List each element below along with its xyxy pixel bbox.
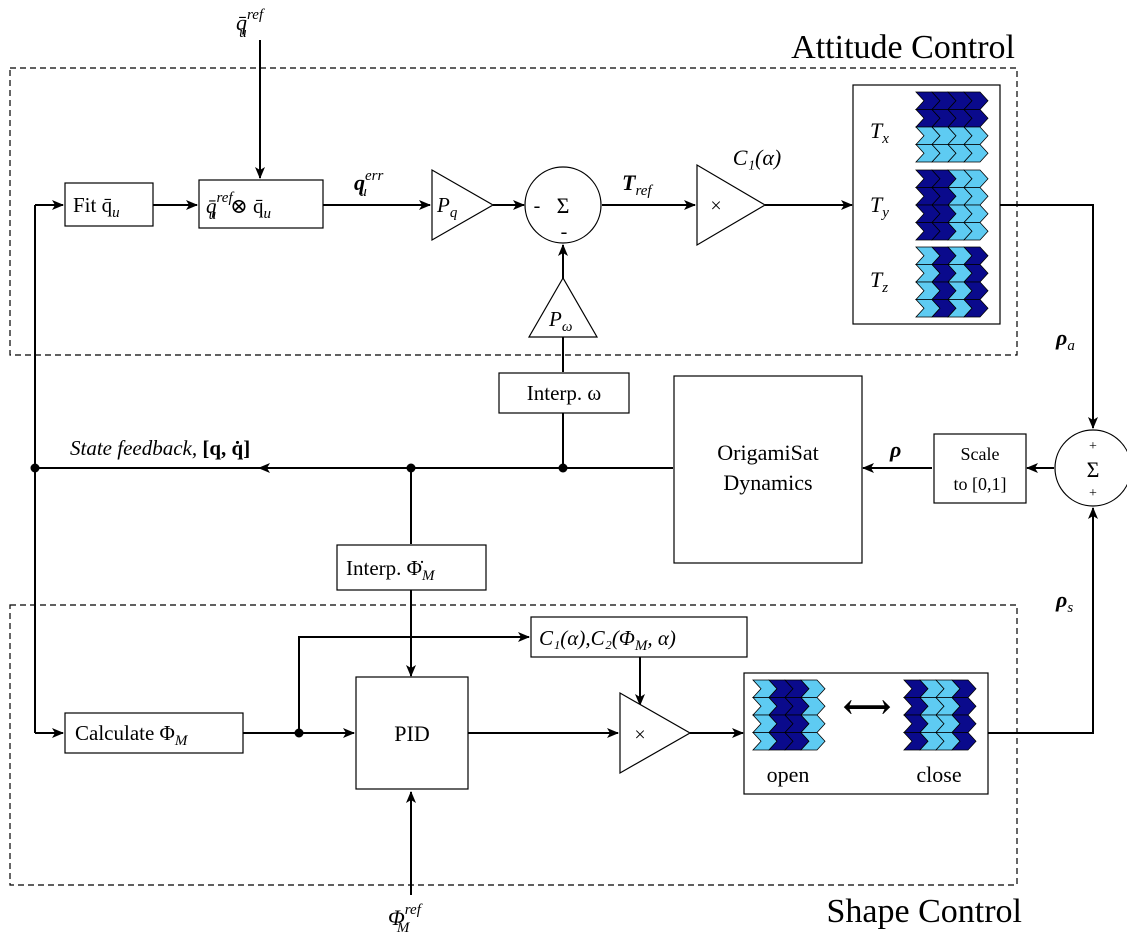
fit-block (64, 182, 154, 227)
pid-label: PID (394, 721, 429, 746)
rho-s-label: ρs (1055, 587, 1073, 616)
quaternion-error-block (198, 179, 324, 229)
pw-gain-block (527, 276, 599, 338)
scale-label-line1: Scale (961, 444, 1000, 464)
tx-label: Tx (870, 118, 889, 147)
scale-label-line2: to [0,1] (954, 474, 1007, 494)
sum-minus-left: - (534, 195, 541, 217)
open-label: open (767, 762, 810, 787)
ty-origami-pattern-icon (915, 169, 989, 241)
tz-origami-pattern-icon (915, 246, 989, 318)
open-origami-pattern-icon (752, 679, 826, 751)
interp-phi-label: Interp. Φ̇M (346, 556, 436, 584)
c1-c2-label: C₁(α),C₂(ΦM, α) (539, 626, 676, 654)
interp-omega-label: Interp. ω (527, 381, 601, 405)
origami-cell (951, 732, 977, 751)
origami-cell (963, 222, 989, 241)
rho-label: ρ (889, 437, 901, 462)
interp-omega-block (498, 372, 630, 414)
origami-cell (800, 732, 826, 751)
close-label: close (916, 762, 961, 787)
pq-gain-label: Pq (436, 193, 458, 221)
origami-cell (963, 299, 989, 318)
close-origami-pattern-icon (903, 679, 977, 751)
attitude-sum-junction (524, 166, 602, 244)
sum2-plus-bottom: + (1089, 486, 1097, 501)
shape-control-title: Shape Control (827, 893, 1022, 930)
origami-cell (963, 144, 989, 163)
attitude-control-region (9, 67, 1018, 356)
dynamics-block (673, 375, 863, 564)
shape-multiplier-block (619, 691, 692, 775)
fit-block-label: Fit q̄u (73, 193, 120, 221)
tz-label: Tz (870, 267, 888, 296)
sum2-symbol: Σ (1087, 457, 1100, 482)
c1-c2-gain-block (530, 616, 748, 658)
calculate-phi-label: Calculate ΦM (75, 721, 189, 749)
c1-alpha-label: C₁(α) (733, 145, 782, 170)
pw-gain-label: Pω (548, 307, 572, 335)
open-close-arrow-icon: ⟷ (843, 689, 892, 726)
dynamics-label-line2: Dynamics (723, 470, 812, 495)
shape-control-region (9, 604, 1018, 886)
state-feedback-label: State feedback, [q, q̇] (70, 436, 250, 460)
ty-label: Ty (870, 192, 889, 221)
feedback-direction-arrowhead (258, 463, 270, 473)
attitude-multiplier-block (696, 163, 767, 247)
mult-symbol: × (710, 195, 721, 217)
rho-s-line (988, 507, 1098, 734)
junction-dot-left (30, 463, 40, 473)
rho-sum-junction (1054, 429, 1127, 507)
attitude-control-title: Attitude Control (791, 29, 1015, 66)
sum-minus-bottom: - (561, 221, 568, 243)
interp-phi-block (336, 544, 487, 591)
calc-to-c1c2-arrow (298, 632, 530, 733)
sum-symbol: Σ (557, 193, 570, 218)
junction-dot-calc (294, 728, 304, 738)
dynamics-label-line1: OrigamiSat (717, 440, 818, 465)
sum2-plus-top: + (1089, 439, 1097, 454)
mult2-symbol: × (634, 724, 645, 746)
pid-block (355, 676, 469, 790)
junction-dot-center (406, 463, 416, 473)
scale-block (933, 433, 1027, 504)
rho-a-label: ρa (1055, 325, 1075, 354)
junction-dot-interp (558, 463, 568, 473)
calculate-phi-block (64, 712, 244, 754)
pq-gain-block (431, 168, 495, 242)
tx-origami-pattern-icon (915, 91, 989, 163)
t-ref-signal-label: Tref (622, 170, 653, 199)
rho-a-line (1000, 204, 1098, 429)
